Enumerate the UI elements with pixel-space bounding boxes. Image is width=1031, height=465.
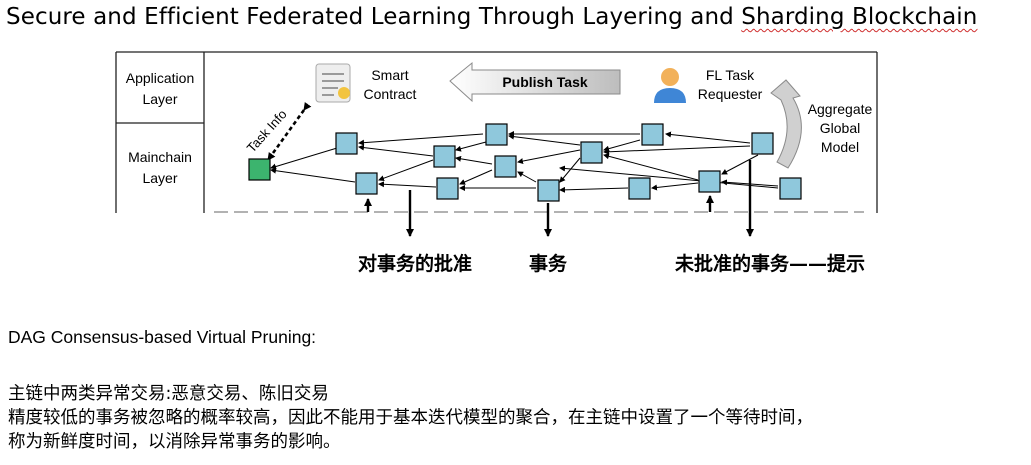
dag-nodes [248, 123, 802, 202]
genesis-node [248, 158, 271, 181]
transaction-annotation: 事务 [529, 252, 568, 275]
task-info-arrow [266, 101, 312, 161]
annotation-arrows [364, 160, 754, 237]
dag-node [436, 177, 459, 200]
task-info-label: Task Info [244, 107, 290, 156]
approval-annotation: 对事务的批准 [358, 252, 472, 275]
dag-node [537, 179, 560, 202]
person-icon [654, 68, 686, 103]
dag-edges [270, 131, 779, 193]
dag-node [751, 132, 774, 155]
dag-node [779, 177, 802, 200]
dag-node [698, 170, 721, 193]
body-line-1: 主链中两类异常交易:恶意交易、陈旧交易 [8, 384, 329, 404]
dag-node [628, 177, 651, 200]
page-title: Secure and Efficient Federated Learning … [6, 4, 978, 30]
dag-node [485, 123, 508, 146]
spellcheck-underlined-text: Sharding Blockchain [741, 4, 978, 30]
contract-document-icon [315, 63, 351, 103]
dag-node [335, 132, 358, 155]
dag-node [494, 155, 517, 178]
body-line-2: 精度较低的事务被忽略的概率较高，因此不能用于基本迭代模型的聚合，在主链中设置了一… [8, 408, 813, 428]
dag-node [580, 141, 603, 164]
dag-node [433, 145, 456, 168]
svg-text:Publish Task: Publish Task [502, 74, 588, 90]
aggregate-curved-arrow [770, 79, 802, 169]
layer-frame [115, 51, 878, 213]
publish-task-arrow: Publish Task [449, 61, 621, 103]
body-line-3: 称为新鲜度时间，以消除异常事务的影响。 [8, 432, 341, 452]
tips-annotation: 未批准的事务——提示 [674, 252, 865, 275]
dag-node [355, 172, 378, 195]
dag-node [641, 123, 664, 146]
section-heading: DAG Consensus-based Virtual Pruning: [8, 327, 317, 347]
